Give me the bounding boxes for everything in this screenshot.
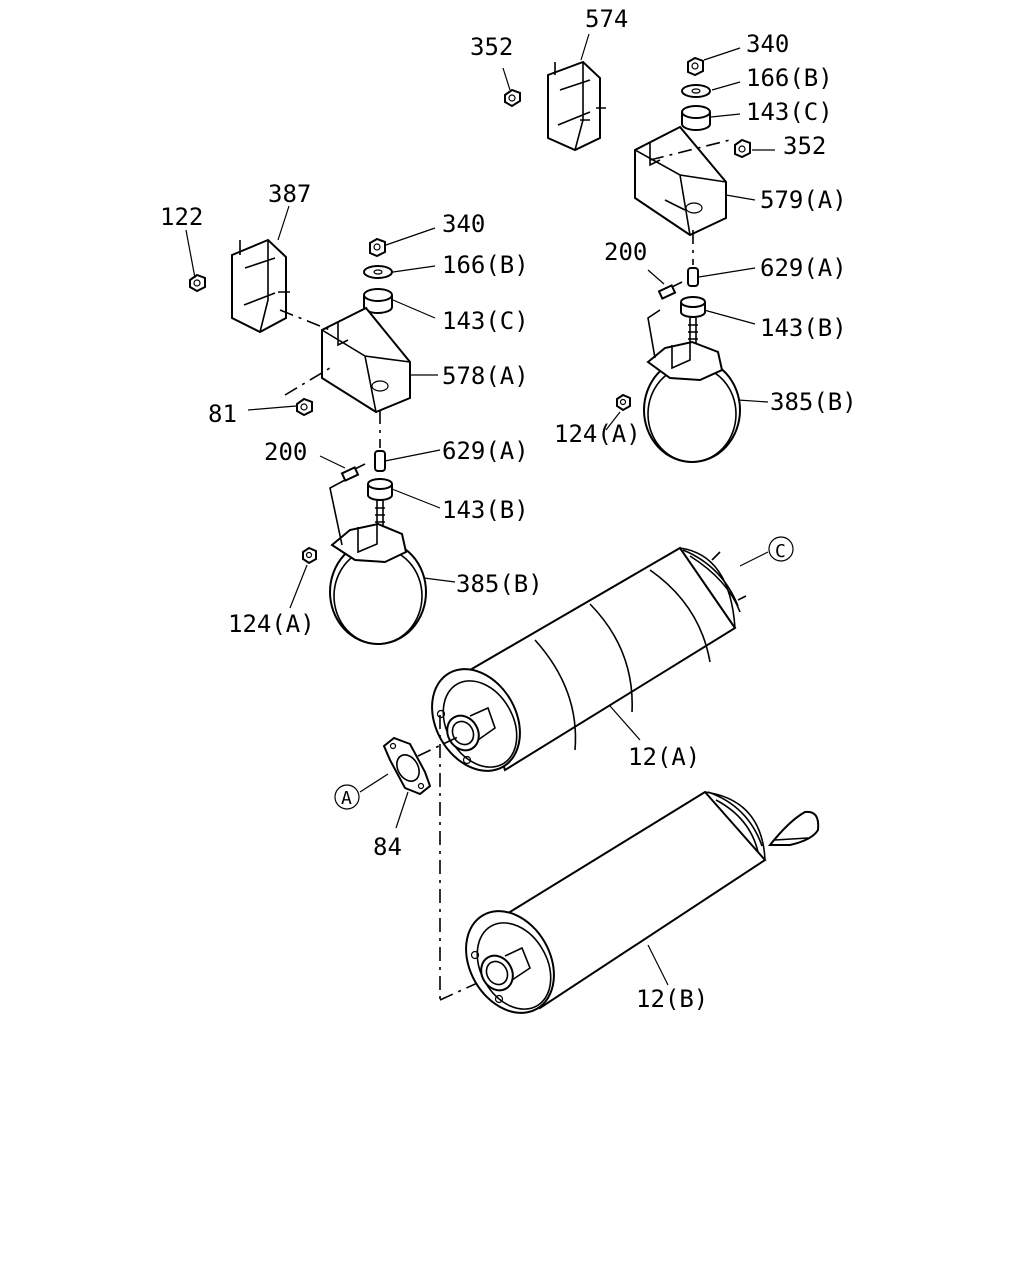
nut-124a-left [302, 546, 317, 565]
axis-line-gasket [417, 735, 461, 757]
cushion-143b-right [680, 296, 706, 318]
callout-12b: 12(B) [636, 985, 708, 1013]
muffler-12b [465, 790, 820, 1014]
nut-340-right [687, 56, 704, 77]
callout-387: 387 [268, 180, 311, 208]
washer-166b-left [363, 265, 393, 279]
callout-200-right: 200 [604, 238, 647, 266]
bracket-578a [279, 306, 411, 414]
callout-143c-left: 143(C) [442, 307, 529, 335]
callout-166b-left: 166(B) [442, 251, 529, 279]
pin-629a-left [374, 450, 386, 472]
callout-352-left: 352 [470, 33, 513, 61]
stud-right [688, 318, 698, 345]
callout-200-left: 200 [264, 438, 307, 466]
cushion-143b-left [367, 478, 393, 501]
leader-lines [185, 33, 775, 986]
reference-circle-c [768, 536, 794, 562]
washer-166b-right [681, 84, 711, 98]
callout-143b-right: 143(B) [760, 314, 847, 342]
callout-12a: 12(A) [628, 743, 700, 771]
callout-629a-left: 629(A) [442, 437, 529, 465]
band-385b-left [329, 479, 427, 645]
pin-629a-right [687, 267, 699, 287]
callout-143c-right: 143(C) [746, 98, 833, 126]
callout-124a-right: 124(A) [554, 420, 641, 448]
callout-166b-right: 166(B) [746, 64, 833, 92]
cushion-143c-right [681, 105, 711, 131]
stud-left [375, 500, 385, 528]
muffler-12a [431, 546, 747, 772]
callout-629a-right: 629(A) [760, 254, 847, 282]
nut-352-left [504, 88, 521, 108]
band-385b-right [643, 309, 741, 463]
callout-578a: 578(A) [442, 362, 529, 390]
callout-84: 84 [373, 833, 402, 861]
bracket-579a [634, 125, 731, 237]
callout-579a: 579(A) [760, 186, 847, 214]
nut-81 [296, 397, 313, 417]
callout-labels: 574 352 340 166(B) 143(C) 352 579(A) 200… [160, 5, 857, 1013]
callout-124a-left: 124(A) [228, 610, 315, 638]
bracket-574 [547, 60, 606, 152]
callout-574: 574 [585, 5, 628, 33]
bolt-200-right [657, 281, 683, 300]
bolt-200-left [340, 463, 366, 482]
callout-385b-right: 385(B) [770, 388, 857, 416]
nut-340-left [369, 237, 386, 258]
bracket-387 [231, 238, 290, 334]
callout-a: A [341, 788, 352, 809]
nut-124a-right [616, 393, 631, 412]
cushion-143c-left [363, 288, 393, 314]
callout-340-left: 340 [442, 210, 485, 238]
callout-385b-left: 385(B) [456, 570, 543, 598]
callout-122: 122 [160, 203, 203, 231]
callout-c: C [775, 541, 786, 562]
gasket-84 [382, 736, 432, 796]
nut-122 [189, 273, 206, 293]
callout-352-right: 352 [783, 132, 826, 160]
nut-352-right [734, 138, 751, 159]
reference-circle-a [334, 784, 360, 810]
callout-143b-left: 143(B) [442, 496, 529, 524]
callout-340-right: 340 [746, 30, 789, 58]
callout-81: 81 [208, 400, 237, 428]
